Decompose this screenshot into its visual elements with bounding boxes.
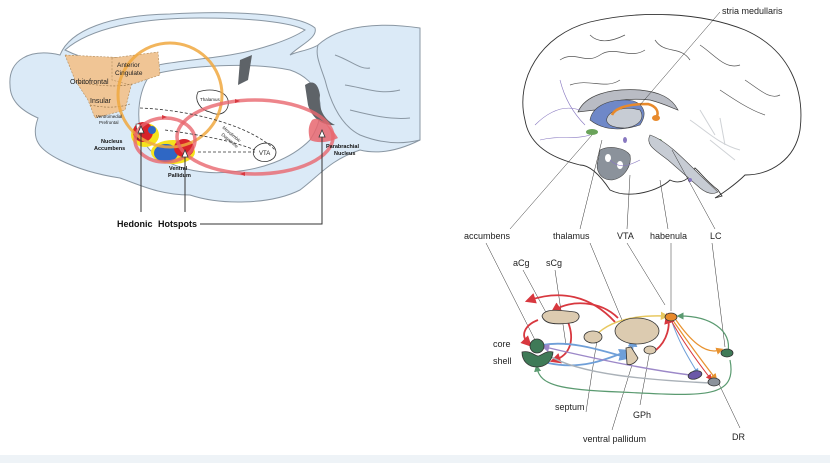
label-orbitofrontal: Orbitofrontal xyxy=(70,79,109,86)
node-acg-scg xyxy=(541,309,580,325)
label-acg: aCg xyxy=(513,258,530,268)
cerebellum-tree xyxy=(689,109,741,161)
insular-divider xyxy=(74,81,133,108)
edge-blue xyxy=(541,342,631,361)
label-ventral-pallidum: ventral pallidum xyxy=(583,434,646,444)
label-dr: DR xyxy=(732,432,745,442)
rat-brain-diagram: Anterior Cingulate Orbitofrontal Insular… xyxy=(9,12,421,229)
ventricle-dark xyxy=(238,55,252,85)
label-ventral: Ventral xyxy=(169,166,188,172)
accumbens-green xyxy=(586,129,598,135)
vta-to-accumbens-dashed xyxy=(164,129,256,151)
hotspot-pointer xyxy=(200,132,323,225)
label-prefrontal: Prefrontal xyxy=(99,120,119,125)
mesolimbic-dashed xyxy=(139,107,276,151)
brainstem xyxy=(648,134,719,194)
node-core xyxy=(529,338,545,354)
leader-vta xyxy=(626,174,631,230)
edge-red xyxy=(549,321,572,364)
label-anterior-cingulate: Anterior xyxy=(117,62,141,69)
footer-strip xyxy=(0,455,830,463)
label-vta-row: VTA xyxy=(617,231,634,241)
node-lc xyxy=(720,348,734,358)
human-brain-diagram: stria medullaris xyxy=(509,6,802,230)
edge-grey xyxy=(544,352,711,384)
label-scg: sCg xyxy=(546,258,562,268)
label-insular: Insular xyxy=(90,98,112,105)
red-loop-large xyxy=(175,98,335,176)
edge-purple xyxy=(540,343,691,376)
parabrachial-region xyxy=(308,118,338,143)
hypothalamus-grey xyxy=(596,147,631,181)
edge-blue xyxy=(671,321,699,375)
stria-medullaris-path xyxy=(610,102,659,119)
edge-blue xyxy=(547,348,631,367)
label-core: core xyxy=(493,339,511,349)
node-septum xyxy=(583,330,603,344)
caption-hedonic-hotspots: Hedonic Hotspots xyxy=(117,219,197,229)
label-gph: GPh xyxy=(633,410,651,420)
edge-red xyxy=(524,293,616,323)
human-brain-outline xyxy=(522,14,802,199)
label-septum: septum xyxy=(555,402,585,412)
caption-hedonic: Hedonic xyxy=(117,219,153,229)
node-ventral-pallidum xyxy=(625,346,639,366)
leader-thalamus xyxy=(579,139,603,230)
node-purple xyxy=(687,370,703,380)
label-thalamus: Thalamus xyxy=(200,97,221,102)
anterior-cingulate-region xyxy=(111,51,161,86)
label-accumbens: Accumbens xyxy=(94,146,125,152)
node-dr xyxy=(707,377,721,387)
corpus-callosum xyxy=(577,89,679,113)
circuit-schematic: accumbens thalamus VTA habenula LC aCg s… xyxy=(464,231,745,444)
node-gph xyxy=(643,345,657,355)
edge-green xyxy=(676,312,729,353)
label-parabrachial-nucleus: Nucleus xyxy=(334,151,355,157)
label-pallidum: Pallidum xyxy=(168,173,191,179)
node-habenula xyxy=(664,312,678,322)
label-shell: shell xyxy=(493,356,512,366)
leader-lc xyxy=(671,149,716,230)
habenula-dot xyxy=(652,115,660,121)
vta-outline xyxy=(252,142,277,162)
label-anterior-cingulate-2: Cingulate xyxy=(115,70,143,77)
vessels xyxy=(534,79,641,167)
edge-orange xyxy=(673,321,718,381)
gyri xyxy=(559,34,781,116)
edge-green xyxy=(534,359,732,396)
label-vta: VTA xyxy=(259,151,270,157)
node-thalamus xyxy=(614,317,660,345)
edge-red-thin xyxy=(671,321,712,381)
leader-habenula xyxy=(659,179,669,230)
label-accumbens-row: accumbens xyxy=(464,231,511,241)
orange-loop xyxy=(116,41,224,149)
edge-orange xyxy=(675,319,724,355)
caption-hotspots: Hotspots xyxy=(158,219,197,229)
ventricle-dark xyxy=(305,82,335,126)
label-thalamus-row: thalamus xyxy=(553,231,590,241)
edge-red xyxy=(550,302,619,319)
cerebellum xyxy=(316,24,421,144)
label-stria-medullaris: stria medullaris xyxy=(722,6,783,16)
label-nucleus: Nucleus xyxy=(101,139,122,145)
label-habenula-row: habenula xyxy=(650,231,687,241)
label-lc-row: LC xyxy=(710,231,722,241)
label-parabrachial: Parabrachial xyxy=(326,144,359,150)
red-loop-small xyxy=(133,116,197,164)
label-ventromedial: Ventromedial xyxy=(96,114,122,119)
leader-accumbens xyxy=(509,134,593,230)
node-shell xyxy=(521,351,554,368)
leader-stria xyxy=(639,11,721,106)
edge-yellow xyxy=(594,311,670,337)
edge-red xyxy=(520,319,539,347)
